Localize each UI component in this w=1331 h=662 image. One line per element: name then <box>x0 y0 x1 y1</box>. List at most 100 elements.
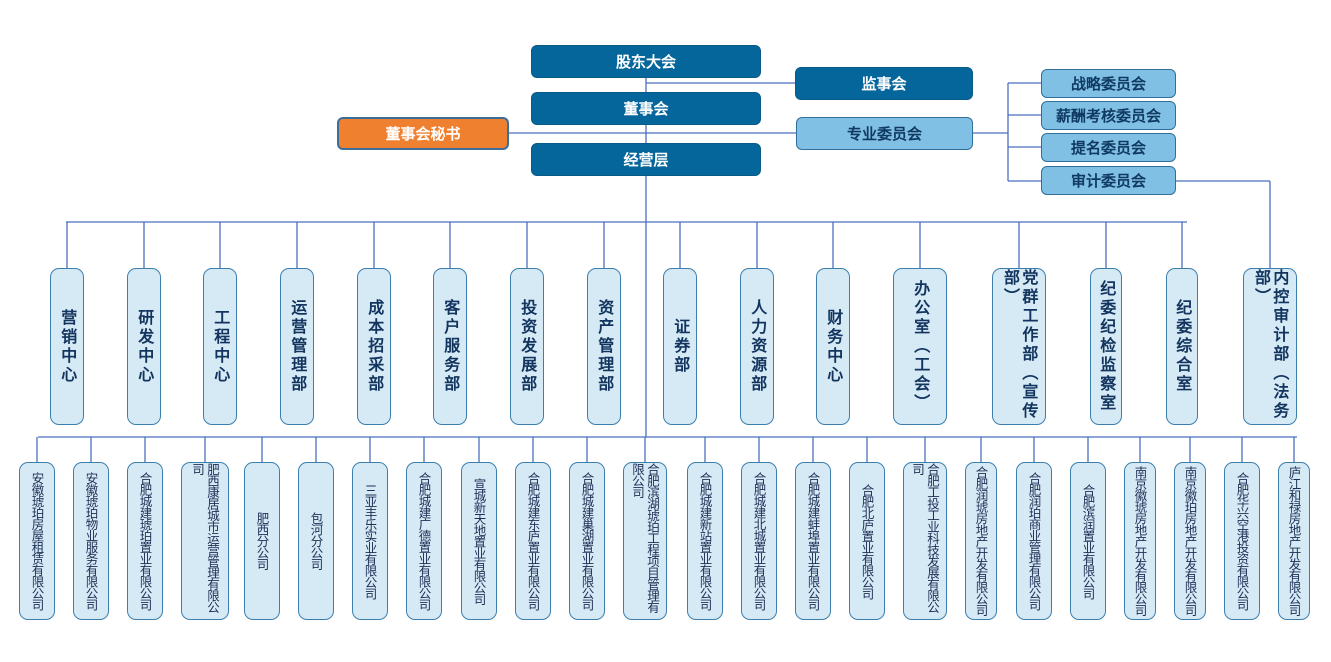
subsidiary-box-label: 肥西康居城市运营管理有限公司 <box>190 463 220 613</box>
special-committees-box[interactable]: 专业委员会 <box>796 117 973 150</box>
committee-audit[interactable]: 审计委员会 <box>1041 166 1176 195</box>
subsidiary-box-label: 合肥城建巢湖置业有限公司 <box>579 472 595 610</box>
subsidiary-box[interactable]: 合肥城建巢湖置业有限公司 <box>569 462 605 620</box>
department-box-label: 纪委综合室 <box>1173 299 1193 394</box>
subsidiary-box[interactable]: 合肥滨润置业有限公司 <box>1070 462 1106 620</box>
department-box[interactable]: 证券部 <box>663 268 697 425</box>
board-secretary-box[interactable]: 董事会秘书 <box>337 117 509 150</box>
committee-nomination[interactable]: 提名委员会 <box>1041 133 1176 162</box>
subsidiary-box[interactable]: 合肥城建新站置业有限公司 <box>687 462 723 620</box>
department-box-label: 财务中心 <box>824 308 844 385</box>
department-box[interactable]: 研发中心 <box>127 268 161 425</box>
subsidiary-box-label: 庐江和禄房地产开发有限公司 <box>1286 466 1302 616</box>
subsidiary-box[interactable]: 南京徽琥房地产开发有限公司 <box>1124 462 1156 620</box>
department-box[interactable]: 工程中心 <box>203 268 237 425</box>
subsidiary-box[interactable]: 三亚丰乐实业有限公司 <box>352 462 388 620</box>
supervisory-board-box[interactable]: 监事会 <box>795 67 973 100</box>
department-box[interactable]: 纪委纪检监察室 <box>1090 268 1122 425</box>
subsidiary-box-label: 合肥工投工业科技发展有限公司 <box>910 463 940 613</box>
department-box-label: 客户服务部 <box>441 299 461 394</box>
subsidiary-box[interactable]: 合肥城建北城置业有限公司 <box>741 462 777 620</box>
subsidiary-box-label: 合肥润珀商业管理有限公司 <box>1026 472 1042 610</box>
department-box-label: 工程中心 <box>211 308 231 385</box>
department-box-label: 研发中心 <box>135 308 155 385</box>
supervisory-board-label: 监事会 <box>861 75 907 93</box>
department-box[interactable]: 资产管理部 <box>587 268 621 425</box>
subsidiary-box-label: 合肥城建广德置业有限公司 <box>416 472 432 610</box>
department-box[interactable]: 党群工作部（宣传部） <box>992 268 1046 425</box>
department-box[interactable]: 成本招采部 <box>357 268 391 425</box>
department-box-label: 内控审计部（法务部） <box>1252 269 1290 421</box>
subsidiary-box-label: 合肥滨润置业有限公司 <box>1080 483 1096 599</box>
subsidiary-box[interactable]: 肥西分公司 <box>244 462 280 620</box>
committee-label: 提名委员会 <box>1070 139 1146 157</box>
board-of-directors-label: 董事会 <box>623 100 669 118</box>
committee-label: 薪酬考核委员会 <box>1055 107 1161 125</box>
subsidiary-box-label: 合肥滨湖琥珀工程项目管理有限公司 <box>630 463 660 613</box>
board-of-directors-box[interactable]: 董事会 <box>531 92 761 125</box>
subsidiary-box[interactable]: 肥西康居城市运营管理有限公司 <box>181 462 229 620</box>
department-box-label: 运营管理部 <box>288 299 308 394</box>
subsidiary-box-label: 包河分公司 <box>308 512 324 570</box>
department-box-label: 办公室（工会） <box>911 280 931 413</box>
subsidiary-box[interactable]: 安徽琥珀物业服务有限公司 <box>73 462 109 620</box>
subsidiary-box[interactable]: 宣城新天地置业有限公司 <box>461 462 497 620</box>
subsidiary-box-label: 合肥华兴空港投资有限公司 <box>1234 472 1250 610</box>
subsidiary-box-label: 南京徽琥房地产开发有限公司 <box>1132 466 1148 616</box>
subsidiary-box-label: 合肥城建新站置业有限公司 <box>697 472 713 610</box>
department-box-label: 营销中心 <box>58 308 78 385</box>
department-box-label: 人力资源部 <box>748 299 768 394</box>
subsidiary-box[interactable]: 合肥润琥房地产开发有限公司 <box>965 462 997 620</box>
subsidiary-box[interactable]: 合肥城建蚌埠置业有限公司 <box>795 462 831 620</box>
subsidiary-box[interactable]: 合肥城建东庐置业有限公司 <box>515 462 551 620</box>
department-box[interactable]: 财务中心 <box>816 268 850 425</box>
subsidiary-box-label: 宣城新天地置业有限公司 <box>471 477 487 605</box>
special-committees-label: 专业委员会 <box>846 125 922 143</box>
subsidiary-box-label: 合肥城建琥珀置业有限公司 <box>137 472 153 610</box>
subsidiary-box-label: 合肥城建北城置业有限公司 <box>751 472 767 610</box>
subsidiary-box-label: 合肥城建蚌埠置业有限公司 <box>805 472 821 610</box>
subsidiary-box[interactable]: 南京徽珀房地产开发有限公司 <box>1174 462 1206 620</box>
department-box[interactable]: 客户服务部 <box>433 268 467 425</box>
subsidiary-box[interactable]: 合肥润珀商业管理有限公司 <box>1016 462 1052 620</box>
subsidiary-box-label: 合肥城建东庐置业有限公司 <box>525 472 541 610</box>
management-box[interactable]: 经营层 <box>531 143 761 176</box>
department-box[interactable]: 办公室（工会） <box>893 268 947 425</box>
subsidiary-box-label: 合肥北庐置业有限公司 <box>859 483 875 599</box>
subsidiary-box-label: 安徽琥珀物业服务有限公司 <box>83 472 99 610</box>
subsidiary-box[interactable]: 合肥滨湖琥珀工程项目管理有限公司 <box>623 462 667 620</box>
subsidiary-box[interactable]: 安徽琥珀房屋租赁有限公司 <box>19 462 55 620</box>
department-box-label: 成本招采部 <box>365 299 385 394</box>
board-secretary-label: 董事会秘书 <box>385 125 461 143</box>
subsidiary-box[interactable]: 合肥工投工业科技发展有限公司 <box>903 462 947 620</box>
department-box[interactable]: 人力资源部 <box>740 268 774 425</box>
subsidiary-box[interactable]: 包河分公司 <box>298 462 334 620</box>
department-box[interactable]: 运营管理部 <box>280 268 314 425</box>
subsidiary-box[interactable]: 合肥城建琥珀置业有限公司 <box>127 462 163 620</box>
committee-compensation[interactable]: 薪酬考核委员会 <box>1041 101 1176 130</box>
subsidiary-box[interactable]: 合肥北庐置业有限公司 <box>849 462 885 620</box>
department-box-label: 党群工作部（宣传部） <box>1001 269 1039 421</box>
subsidiary-box[interactable]: 合肥华兴空港投资有限公司 <box>1224 462 1260 620</box>
subsidiary-box-label: 肥西分公司 <box>254 512 270 570</box>
shareholders-meeting-box[interactable]: 股东大会 <box>531 45 761 78</box>
subsidiary-box-label: 南京徽珀房地产开发有限公司 <box>1182 466 1198 616</box>
subsidiary-box[interactable]: 庐江和禄房地产开发有限公司 <box>1278 462 1310 620</box>
department-box-label: 纪委纪检监察室 <box>1097 280 1117 413</box>
committee-label: 审计委员会 <box>1070 172 1146 190</box>
department-box-label: 投资发展部 <box>518 299 538 394</box>
management-label: 经营层 <box>623 151 669 169</box>
subsidiary-box-label: 三亚丰乐实业有限公司 <box>362 483 378 599</box>
subsidiary-box-label: 安徽琥珀房屋租赁有限公司 <box>29 472 45 610</box>
department-box-label: 资产管理部 <box>595 299 615 394</box>
subsidiary-box-label: 合肥润琥房地产开发有限公司 <box>973 466 989 616</box>
subsidiary-box[interactable]: 合肥城建广德置业有限公司 <box>406 462 442 620</box>
committee-strategy[interactable]: 战略委员会 <box>1041 69 1176 98</box>
department-box[interactable]: 投资发展部 <box>510 268 544 425</box>
department-box[interactable]: 营销中心 <box>50 268 84 425</box>
department-box[interactable]: 纪委综合室 <box>1166 268 1198 425</box>
committee-label: 战略委员会 <box>1070 75 1146 93</box>
department-box[interactable]: 内控审计部（法务部） <box>1243 268 1297 425</box>
shareholders-meeting-label: 股东大会 <box>615 53 676 71</box>
